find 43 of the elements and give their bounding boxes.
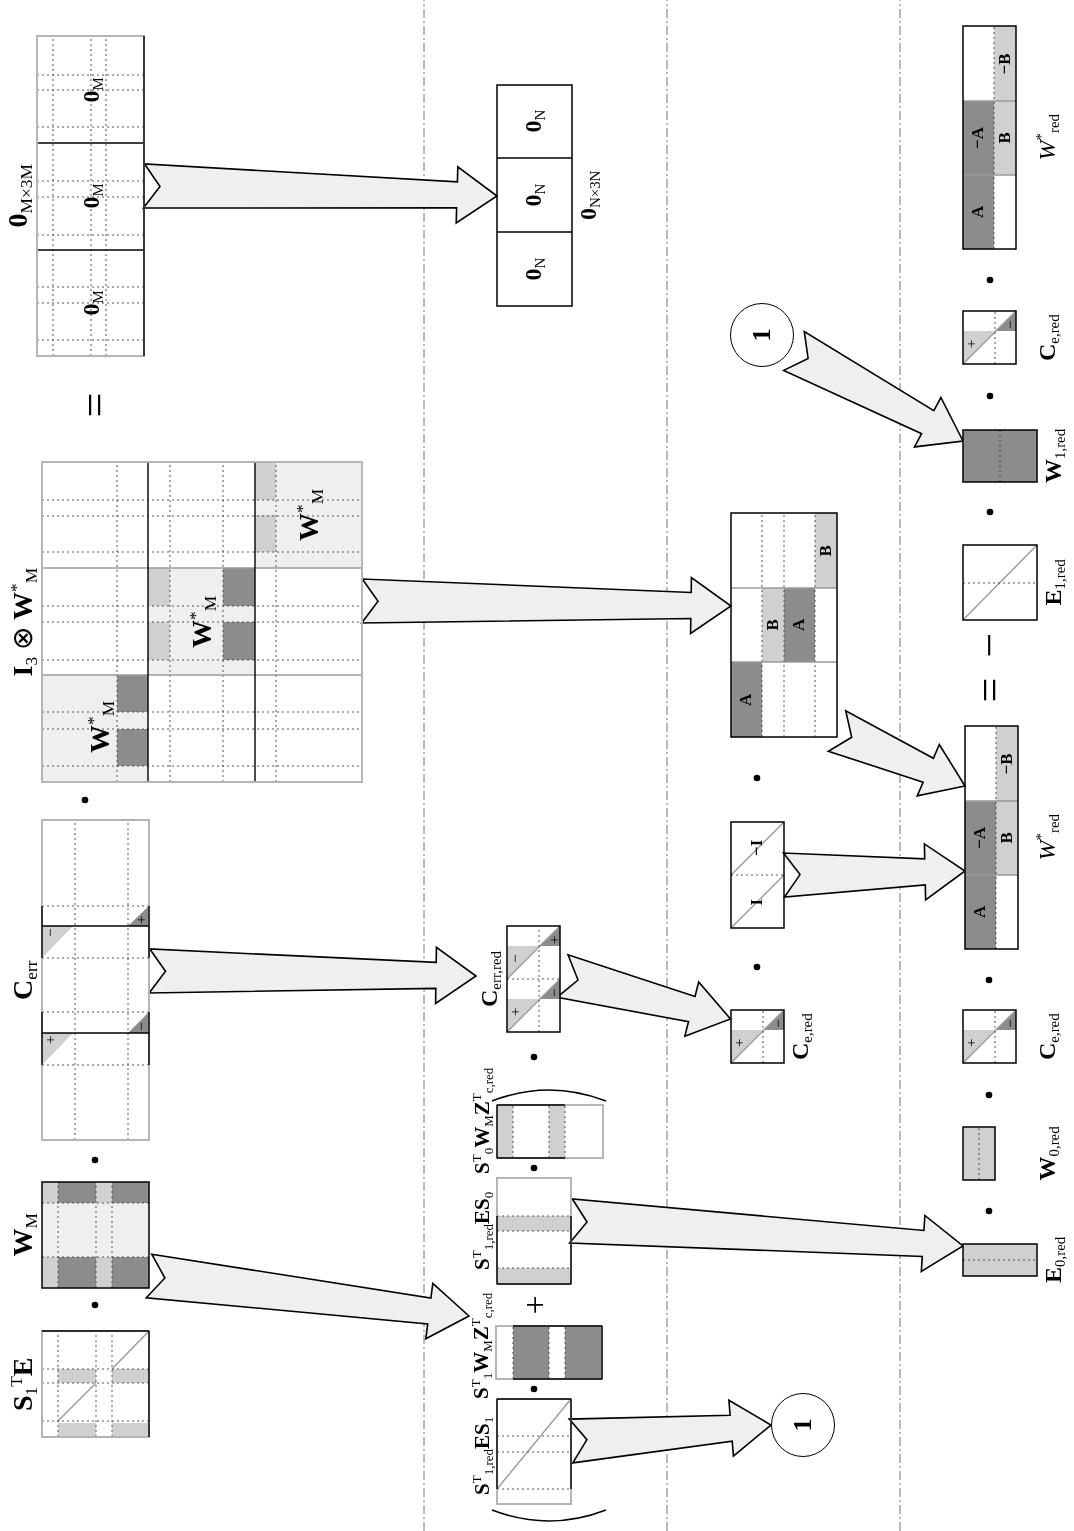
block-arrow <box>567 1398 773 1464</box>
sign-symbol: + <box>41 1035 59 1044</box>
block-label: B <box>995 132 1015 144</box>
operator-symbol: = <box>69 392 120 418</box>
block-arrow <box>147 945 478 1005</box>
circle-label: 1 <box>788 1418 818 1432</box>
block-label: B <box>816 545 836 557</box>
sign-symbol: + <box>730 1038 748 1047</box>
block-label: −B <box>997 753 1017 775</box>
block-label: −I <box>747 839 767 856</box>
block-arrow <box>826 709 967 797</box>
block-label: I <box>747 898 767 906</box>
sign-symbol: − <box>1001 1019 1019 1028</box>
sign-symbol: − <box>506 954 524 963</box>
block-arrow <box>781 330 965 448</box>
block-arrow <box>781 842 967 902</box>
circle-label: 1 <box>747 328 777 342</box>
block-label: A <box>970 905 990 918</box>
sign-symbol: + <box>962 1038 980 1047</box>
block-label: B <box>763 619 783 631</box>
sign-symbol: − <box>545 988 563 997</box>
block-arrow <box>360 575 733 636</box>
block-label: −A <box>970 827 990 849</box>
block-arrow <box>144 1253 471 1341</box>
block-label: B <box>997 832 1017 844</box>
operator-symbol: + <box>514 1295 554 1315</box>
sign-symbol: − <box>41 928 59 937</box>
block-arrow <box>141 163 499 225</box>
block-label: −B <box>995 53 1015 75</box>
block-label: A <box>789 618 809 631</box>
sign-symbol: − <box>769 1019 787 1028</box>
block-label: A <box>736 693 756 706</box>
sign-symbol: + <box>962 339 980 348</box>
sign-symbol: + <box>545 935 563 944</box>
sign-symbol: + <box>132 915 150 924</box>
sign-symbol: − <box>132 1022 150 1031</box>
block-label: A <box>968 205 988 218</box>
operator-symbol: = <box>964 677 1015 703</box>
block-arrow <box>567 1198 965 1273</box>
block-label: −A <box>968 127 988 149</box>
operator-symbol: − <box>964 632 1015 658</box>
sign-symbol: − <box>1001 320 1019 329</box>
sign-symbol: + <box>506 1007 524 1016</box>
